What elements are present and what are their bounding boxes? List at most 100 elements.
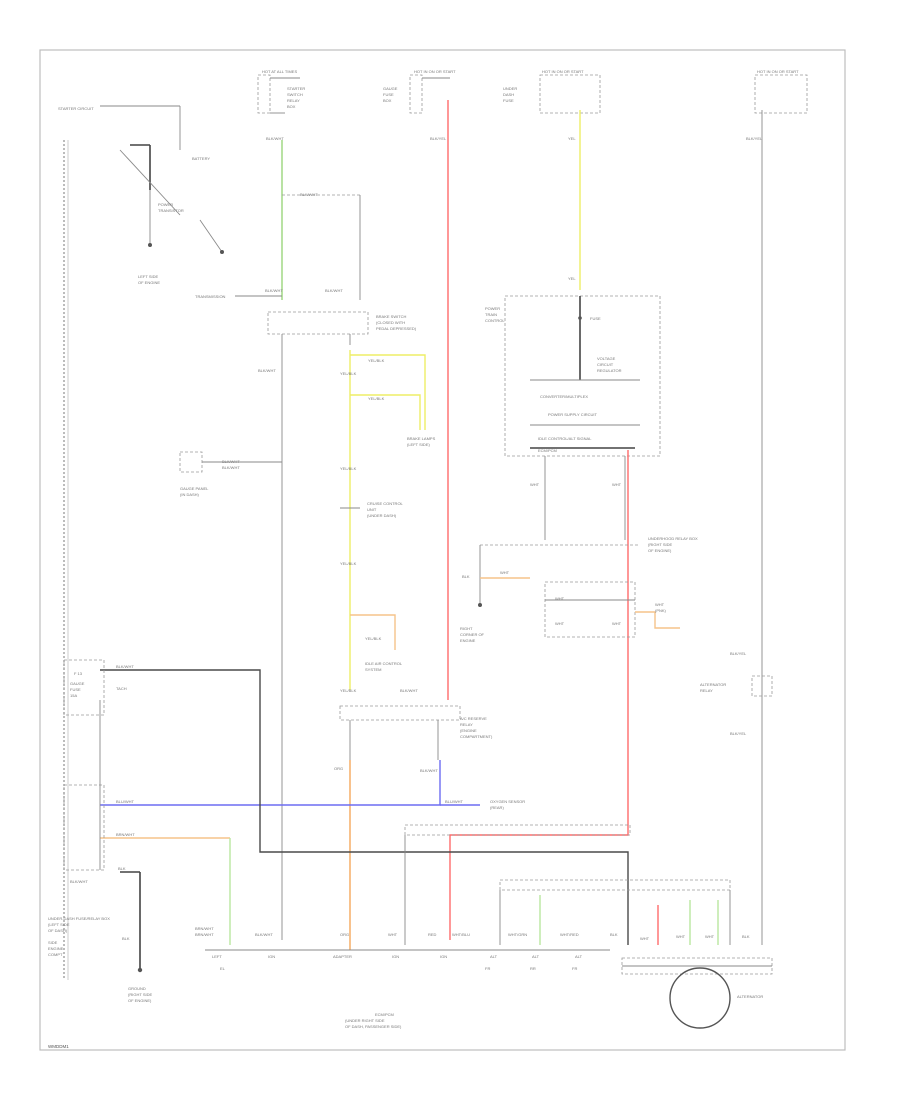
svg-text:(IN DASH): (IN DASH) (180, 492, 200, 497)
svg-text:(CLOSED WITH: (CLOSED WITH (376, 320, 405, 325)
svg-text:RELAY: RELAY (700, 688, 713, 693)
svg-text:OF ENGINE): OF ENGINE) (128, 998, 152, 1003)
svg-text:BRN/WHT: BRN/WHT (116, 832, 135, 837)
svg-text:(LEFT SIDE): (LEFT SIDE) (407, 442, 430, 447)
svg-text:BLK: BLK (462, 574, 470, 579)
svg-text:F 13: F 13 (74, 671, 83, 676)
svg-text:IDLE CONTROL/ALT SIGNAL: IDLE CONTROL/ALT SIGNAL (538, 436, 592, 441)
wire-blue (100, 760, 441, 806)
svg-text:OF ENGINE: OF ENGINE (138, 280, 160, 285)
svg-text:BLK/WHT: BLK/WHT (265, 288, 283, 293)
svg-text:BLK/WHT: BLK/WHT (116, 664, 134, 669)
svg-text:BLK/WHT: BLK/WHT (222, 465, 240, 470)
svg-text:LEFT SIDE: LEFT SIDE (138, 274, 158, 279)
alternator-label: ALTERNATOR (737, 994, 763, 999)
svg-text:ALT: ALT (532, 954, 540, 959)
wire-tach (100, 669, 629, 945)
svg-text:BLK/WHT: BLK/WHT (70, 879, 88, 884)
gauge-panel-label: GAUGE PANEL (180, 486, 209, 491)
svg-text:YEL/BLK: YEL/BLK (340, 688, 357, 693)
svg-text:STARTER: STARTER (287, 86, 305, 91)
svg-text:BLK/YEL: BLK/YEL (430, 136, 447, 141)
svg-text:(RIGHT SIDE: (RIGHT SIDE (128, 992, 152, 997)
svg-text:BLK/WHT: BLK/WHT (255, 932, 273, 937)
svg-text:UNDER: UNDER (503, 86, 517, 91)
svg-text:WHT: WHT (612, 621, 622, 626)
svg-text:(UNDER DASH): (UNDER DASH) (367, 513, 397, 518)
svg-text:BRN/WHT: BRN/WHT (195, 932, 214, 937)
svg-text:FUSE: FUSE (383, 92, 394, 97)
svg-text:TRAIN: TRAIN (485, 312, 497, 317)
svg-text:ALTERNATOR: ALTERNATOR (700, 682, 726, 687)
svg-text:ORG: ORG (334, 766, 343, 771)
svg-text:WHT: WHT (640, 936, 650, 941)
oxygen-sensor-label: OXYGEN SENSOR (490, 799, 525, 804)
svg-text:IGN: IGN (440, 954, 447, 959)
svg-text:(UNDER RIGHT SIDE: (UNDER RIGHT SIDE (345, 1018, 385, 1023)
top-fuse-box-3: HOT IN ON OR START UNDER DASH FUSE (503, 69, 601, 114)
bottom-pin-labels: BRN/WHT BLK/WHT ORG WHT RED WHT/BLU WHT/… (195, 932, 750, 941)
gauge-panel: BLK/WHT BLK/WHT GAUGE PANEL (IN DASH) (179, 451, 282, 497)
svg-text:BLK: BLK (742, 934, 750, 939)
svg-text:PEDAL DEPRESSED): PEDAL DEPRESSED) (376, 326, 417, 331)
ecm-terminal-row: LEFT IGN ADAPTER IGN IGN ALT ALT ALT EL … (205, 949, 610, 1029)
svg-text:(RIGHT SIDE: (RIGHT SIDE (648, 542, 672, 547)
svg-text:COMPARTMENT): COMPARTMENT) (460, 734, 493, 739)
brake-switch: BRAKE SWITCH (CLOSED WITH PEDAL DEPRESSE… (267, 311, 417, 940)
svg-text:WHT: WHT (705, 934, 715, 939)
svg-text:RIGHT: RIGHT (460, 626, 473, 631)
svg-text:WHT: WHT (612, 482, 622, 487)
ecm-pcm-label: ECM/PCM (538, 448, 557, 453)
svg-text:BLK/WHT: BLK/WHT (325, 288, 343, 293)
svg-text:EL: EL (220, 966, 226, 971)
svg-text:A/C RESERVE: A/C RESERVE (460, 716, 487, 721)
svg-text:RELAY: RELAY (460, 722, 473, 727)
svg-text:RED: RED (428, 932, 437, 937)
svg-text:(PNK): (PNK) (655, 608, 667, 613)
svg-text:FUSE: FUSE (503, 98, 514, 103)
svg-text:IGN: IGN (392, 954, 399, 959)
svg-text:WHT/RED: WHT/RED (560, 932, 579, 937)
svg-text:RR: RR (530, 966, 536, 971)
svg-text:BLK/WHT: BLK/WHT (222, 459, 240, 464)
top-fuse-box-4: HOT IN ON OR START (754, 69, 808, 114)
svg-text:WHT/BLU: WHT/BLU (452, 932, 470, 937)
svg-text:VOLTAGE: VOLTAGE (597, 356, 616, 361)
ecm-connector (404, 824, 731, 945)
svg-text:ADAPTER: ADAPTER (333, 954, 352, 959)
svg-text:OF ENGINE): OF ENGINE) (648, 548, 672, 553)
top-fuse-box-1: HOT AT ALL TIMES STARTER SWITCH RELAY BO… (257, 69, 305, 114)
svg-text:BLU/WHT: BLU/WHT (445, 799, 464, 804)
under-dash-fuse-box: F 13 GAUGE FUSE 15A BLK/WHT UNDER-DASH F… (48, 659, 110, 957)
svg-text:YEL: YEL (568, 136, 576, 141)
svg-text:TRANSISTOR: TRANSISTOR (158, 208, 184, 213)
svg-text:RELAY: RELAY (287, 98, 300, 103)
svg-text:CONVERTER/MULTIPLEX: CONVERTER/MULTIPLEX (540, 394, 588, 399)
svg-text:ENGINE: ENGINE (460, 638, 476, 643)
svg-text:15A: 15A (70, 693, 77, 698)
underhood-relay-label: UNDERHOOD RELAY BOX (648, 536, 698, 541)
svg-text:BLK/WHT: BLK/WHT (300, 192, 318, 197)
svg-text:BOX: BOX (383, 98, 392, 103)
svg-text:BRN/WHT: BRN/WHT (195, 926, 214, 931)
svg-text:FR: FR (572, 966, 577, 971)
svg-text:WHT: WHT (555, 621, 565, 626)
top-box-4-label: HOT IN ON OR START (757, 69, 799, 74)
svg-text:FUSE: FUSE (70, 687, 81, 692)
svg-text:OF DASH, PASSENGER SIDE): OF DASH, PASSENGER SIDE) (345, 1024, 402, 1029)
ground-left: BLK BLK GROUND (RIGHT SIDE OF ENGINE) (118, 866, 152, 1003)
starter-circuit: STARTER CIRCUIT POWER TRANSISTOR LEFT SI… (58, 105, 224, 285)
svg-text:IGN: IGN (268, 954, 275, 959)
brake-lamps-label: BRAKE LAMPS (407, 436, 436, 441)
top-fuse-box-2: HOT IN ON OR START GAUGE FUSE BOX (383, 69, 456, 114)
svg-text:WHT: WHT (676, 934, 686, 939)
svg-text:COMPT: COMPT (48, 952, 63, 957)
svg-text:BLK: BLK (118, 866, 126, 871)
svg-text:DASH: DASH (503, 92, 514, 97)
svg-text:YEL/BLK: YEL/BLK (340, 466, 357, 471)
top-box-3-label: HOT IN ON OR START (542, 69, 584, 74)
svg-text:BLU/WHT: BLU/WHT (116, 799, 135, 804)
svg-text:CONTROL: CONTROL (485, 318, 505, 323)
top-box-2-label: HOT IN ON OR START (414, 69, 456, 74)
